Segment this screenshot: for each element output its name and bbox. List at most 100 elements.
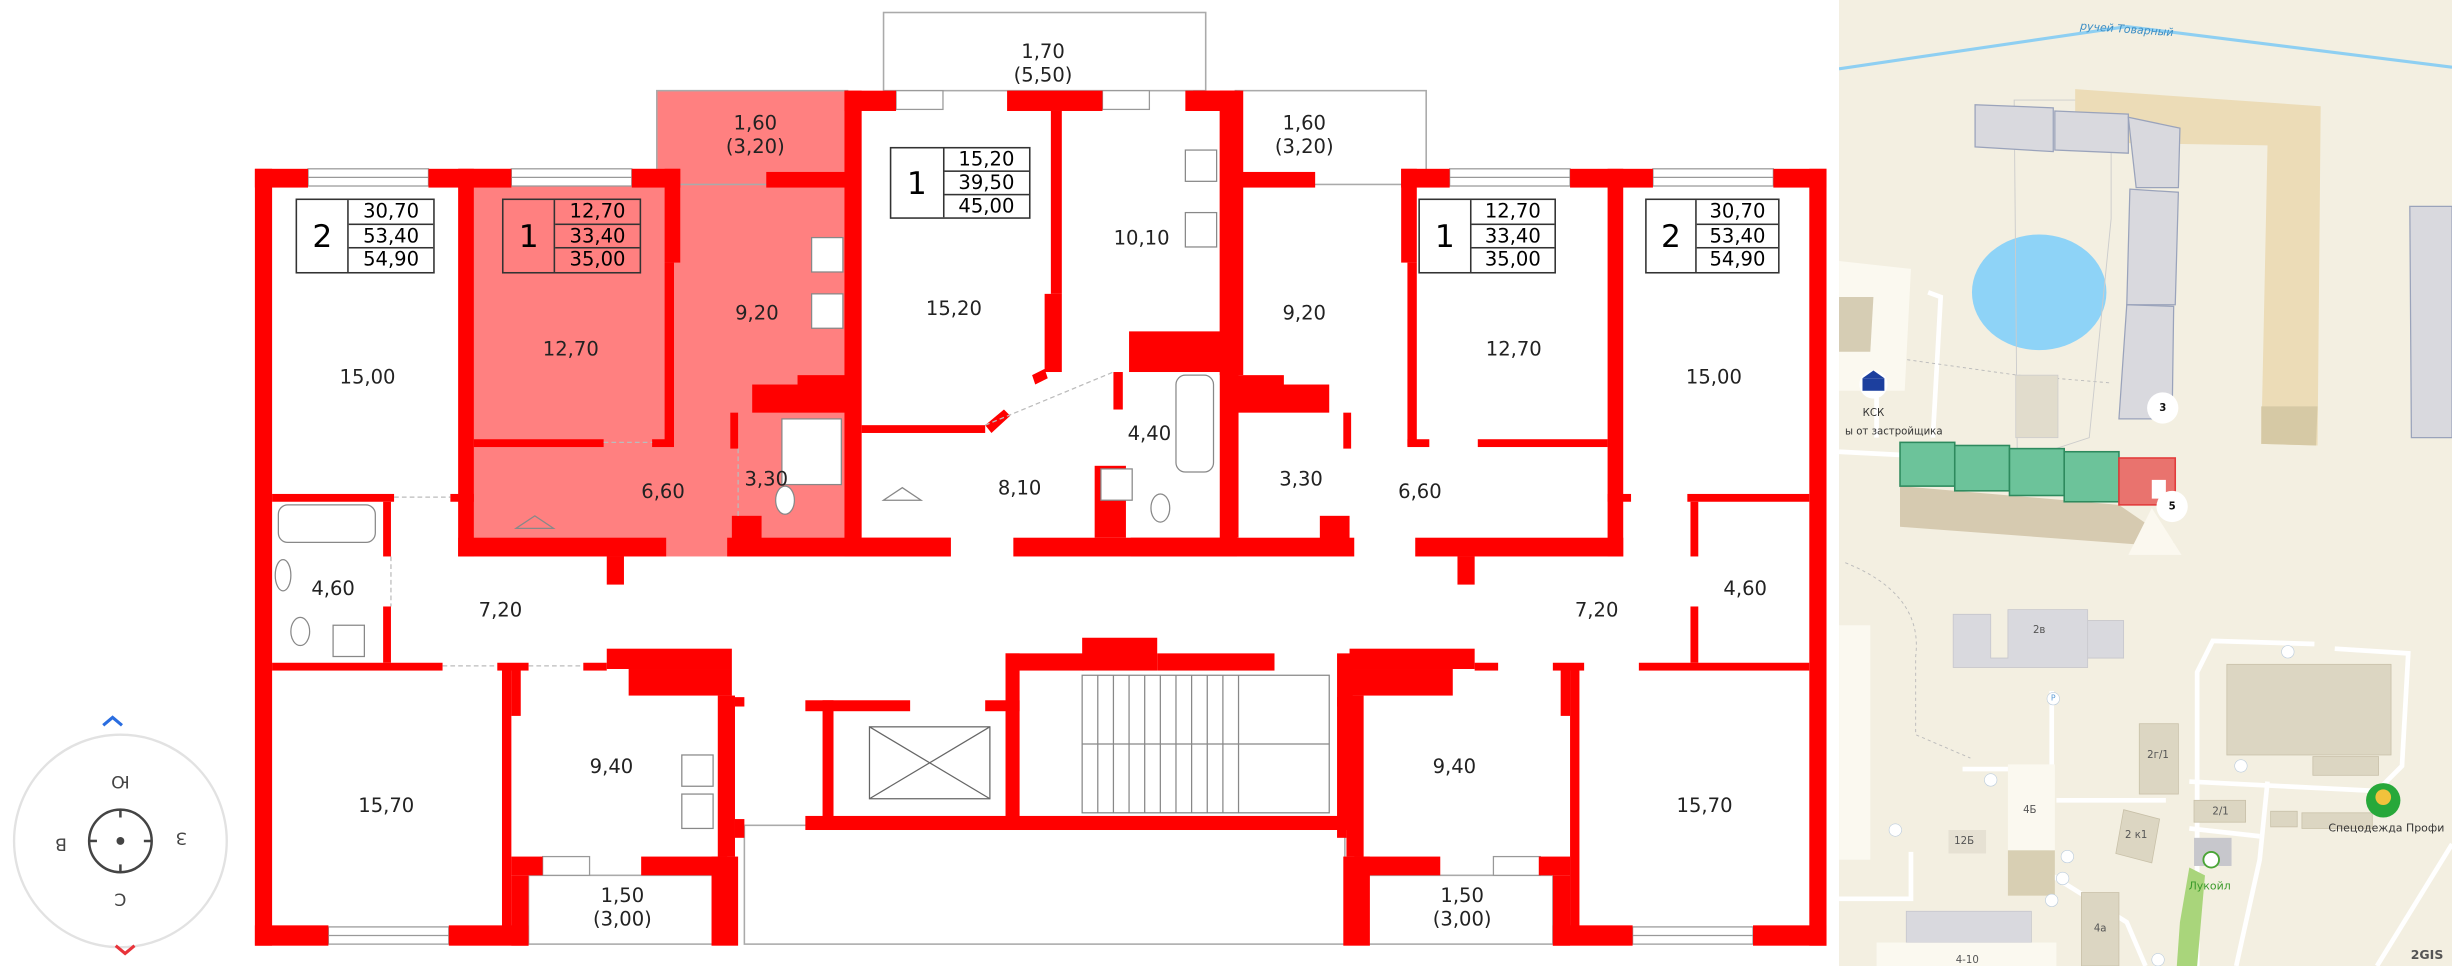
river	[1839, 24, 2452, 71]
room-area: 9,40	[1432, 754, 1477, 778]
building-label[interactable]: 2 к1	[2124, 828, 2148, 841]
room-area: 4,40	[1127, 421, 1172, 445]
room-area: 7,20	[478, 597, 523, 622]
kitchen-sink-icon	[810, 236, 844, 273]
stove-icon	[810, 293, 844, 329]
room-area: 6,60	[641, 479, 685, 503]
toilet-icon	[290, 616, 311, 647]
building-complex-3	[1974, 104, 2181, 420]
compass-label-right: З	[175, 827, 187, 848]
dashed-paths	[1839, 349, 2112, 759]
washing-machine-icon	[332, 624, 365, 658]
balcony-area-right: 1,60(3,20)	[1274, 110, 1334, 158]
walls-centre	[805, 90, 1361, 831]
ksk-icon	[1859, 370, 1888, 399]
floor-plan	[254, 11, 1827, 946]
ksk-label[interactable]: КСК	[1862, 406, 1885, 419]
compass-label-left: В	[55, 833, 67, 855]
fixtures	[274, 149, 1218, 830]
stove-icon	[681, 754, 714, 787]
toilet-icon	[775, 485, 796, 515]
room-area: 15,20	[925, 296, 982, 320]
building-label[interactable]: 2г/1	[2147, 748, 2169, 762]
map[interactable]: ручей Товарный КСК ы от застройщика 3 5 …	[1839, 0, 2452, 966]
room-area: 12,70	[1485, 336, 1542, 361]
room-area: 15,70	[1676, 793, 1733, 817]
stair-lobby-outline	[743, 824, 1346, 945]
building-label[interactable]: 4-10	[1955, 953, 1979, 966]
balcony-area-top: 1,70(5,50)	[1013, 39, 1073, 86]
compass-label-top: Ю	[111, 771, 130, 792]
room-area: 3,30	[1279, 466, 1323, 491]
balcony-area-bottom-right: 1,50(3,00)	[1432, 883, 1492, 931]
map-canvas[interactable]	[1839, 0, 2452, 966]
compass[interactable]	[9, 730, 231, 952]
hanger-icon	[513, 515, 556, 529]
building-3-badge	[2147, 392, 2179, 424]
room-area: 12,70	[542, 336, 599, 361]
shower-icon	[781, 418, 842, 486]
room-area: 7,20	[1574, 597, 1619, 622]
building-4-10	[1876, 942, 2057, 966]
bathtub-icon	[277, 504, 376, 544]
parking-markers	[1888, 645, 2295, 966]
room-area: 15,00	[1685, 364, 1742, 389]
toilet-icon	[1150, 493, 1171, 523]
building-5-badge	[2156, 490, 2188, 523]
building-label[interactable]: 4а	[2093, 922, 2107, 935]
chevron-down-icon[interactable]	[113, 943, 138, 959]
walls-left-wing	[254, 90, 951, 946]
building-5-number[interactable]: 5	[2168, 500, 2176, 513]
lukoil-label[interactable]: Лукойл	[2188, 880, 2231, 893]
building-left-white	[1839, 261, 1911, 391]
staircase	[1081, 674, 1330, 814]
chevron-up-icon[interactable]	[100, 713, 125, 729]
building-label[interactable]: 12Б	[1954, 834, 1975, 848]
kitchen-sink-icon	[1184, 211, 1218, 248]
selected-apartment-highlight[interactable]	[458, 90, 853, 557]
crosshair-icon[interactable]	[87, 808, 153, 874]
green-area	[2176, 867, 2205, 966]
buildings-south	[1905, 609, 2125, 943]
room-area: 6,60	[1398, 479, 1442, 503]
room-area: 15,00	[339, 364, 396, 389]
stove-icon	[1184, 149, 1218, 182]
map-logo[interactable]: 2GIS	[2410, 948, 2444, 963]
building-12b	[1948, 830, 1987, 854]
compass-ring[interactable]	[9, 730, 231, 952]
playground	[2015, 374, 2059, 439]
building-label[interactable]: 4Б	[2023, 803, 2037, 816]
building-4b	[2007, 764, 2055, 851]
room-area: 9,40	[589, 754, 634, 778]
sink-icon	[274, 558, 292, 592]
room-area: 9,20	[1282, 300, 1326, 325]
building-3-number[interactable]: 3	[2159, 401, 2167, 415]
building-right	[2409, 205, 2452, 439]
building-label[interactable]: 2в	[2032, 623, 2046, 637]
bathtub-icon	[1175, 374, 1215, 473]
shop-label[interactable]: Спецодежда Профи	[2328, 822, 2445, 835]
room-area: 3,30	[744, 466, 789, 491]
compass-label-bottom: С	[114, 888, 127, 909]
room-area: 9,20	[735, 300, 779, 325]
room-area: 4,60	[1723, 576, 1767, 600]
room-area: 15,70	[358, 793, 415, 817]
building-west	[1839, 625, 1871, 860]
fuel-icon	[2202, 850, 2220, 869]
pond	[1971, 234, 2107, 351]
building-label[interactable]: 2/1	[2212, 804, 2229, 818]
entrance-marker	[2151, 479, 2166, 499]
kitchen-sink-icon	[681, 793, 714, 830]
hanger-icon	[881, 486, 924, 501]
room-area: 4,60	[311, 576, 355, 600]
room-area: 10,10	[1113, 225, 1170, 250]
washing-machine-icon	[1100, 468, 1133, 501]
balcony-area-left: 1,60(3,20)	[725, 110, 785, 158]
ksk-sublabel[interactable]: ы от застройщика	[1844, 425, 1943, 438]
